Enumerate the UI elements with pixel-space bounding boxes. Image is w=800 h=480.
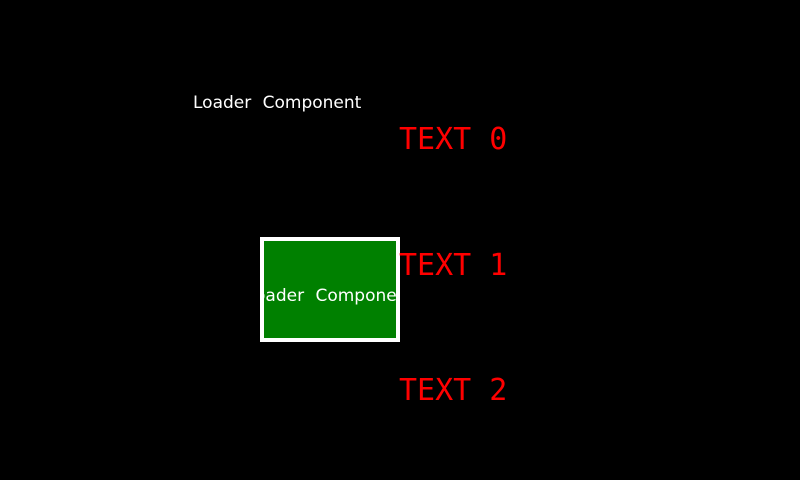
text-list: TEXT 0 TEXT 1 TEXT 2 TEXT 3 TEXT 4 TEXT …: [399, 36, 507, 480]
loader-box-label: Loader Component: [264, 286, 397, 306]
list-item: TEXT 0: [399, 122, 508, 158]
loader-component-label: Loader Component: [193, 93, 362, 113]
list-item: TEXT 1: [399, 247, 508, 283]
list-item: TEXT 2: [399, 372, 508, 408]
loader-box: Loader Component: [260, 237, 400, 342]
